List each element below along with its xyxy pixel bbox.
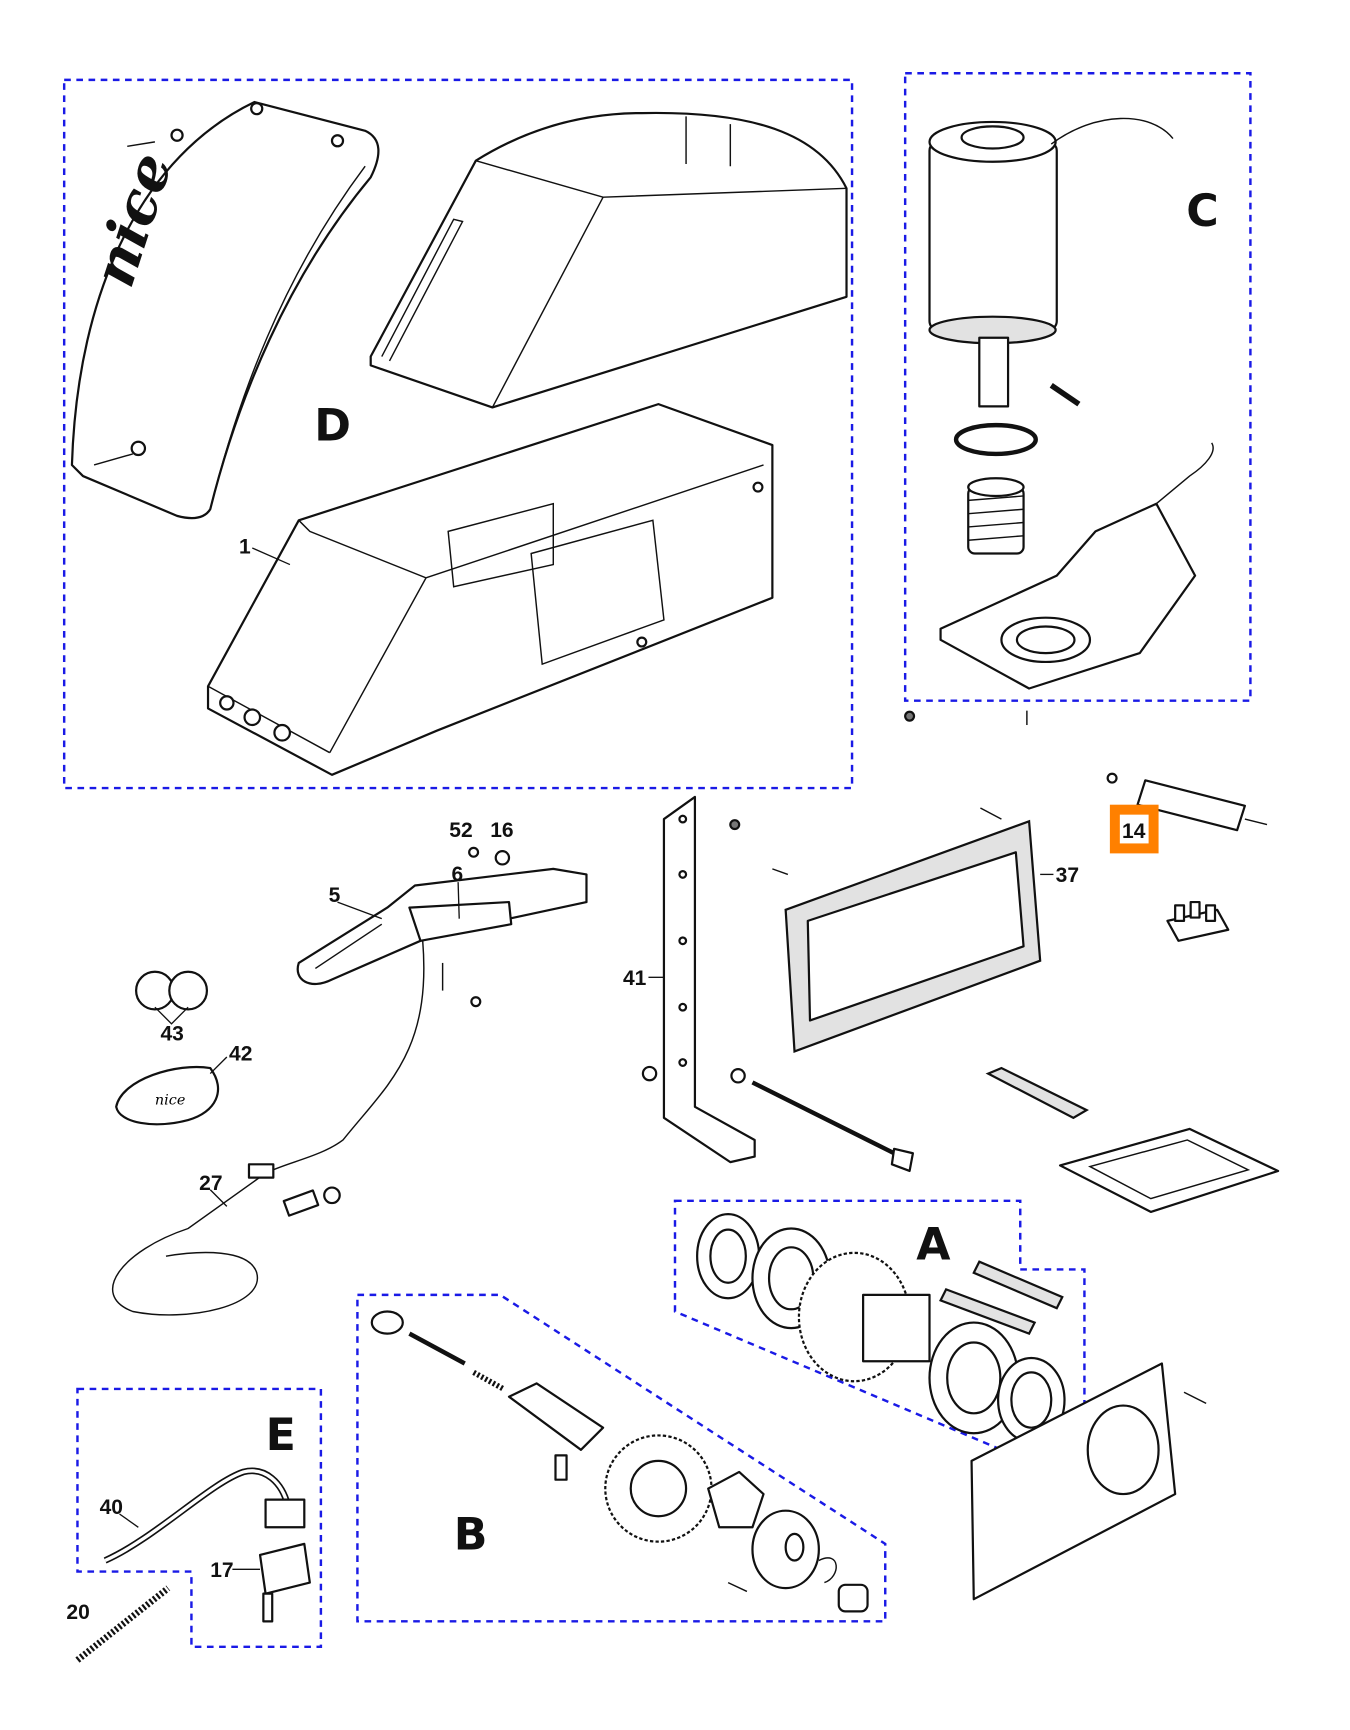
group-b-label: B	[454, 1509, 488, 1560]
part-number-5: 5	[329, 884, 341, 907]
worm-gear	[967, 477, 1025, 555]
long-bolt	[730, 1068, 915, 1173]
release-cable	[112, 940, 425, 1316]
group-c[interactable]: C	[903, 72, 1252, 702]
end-cover[interactable]: nice	[70, 100, 380, 520]
part-number-16: 16	[490, 819, 513, 842]
group-a[interactable]: A	[673, 1199, 1086, 1452]
screw	[127, 128, 184, 148]
keys	[135, 970, 209, 1025]
group-e[interactable]: E	[76, 1387, 323, 1648]
frame-gasket	[1058, 1127, 1280, 1214]
part-number-20: 20	[66, 1601, 89, 1624]
group-a-label: A	[916, 1219, 951, 1270]
part-number-14: 14	[1122, 820, 1146, 843]
group-c-border	[903, 72, 1252, 702]
top-cover[interactable]	[369, 111, 848, 409]
part-number-41: 41	[623, 967, 647, 990]
part-number-52: 52	[449, 819, 472, 842]
base-housing[interactable]	[206, 403, 774, 776]
part-number-42: 42	[229, 1042, 252, 1065]
part-number-1: 1	[239, 536, 251, 559]
group-e-border	[76, 1387, 323, 1648]
mounting-plate[interactable]	[970, 1362, 1177, 1601]
o-ring	[953, 422, 1038, 457]
group-d-label: D	[314, 401, 351, 452]
group-d[interactable]: D nice 1	[62, 78, 854, 790]
group-d-border	[62, 78, 854, 790]
group-a-border	[673, 1199, 1086, 1452]
group-c-label: C	[1186, 186, 1218, 237]
bracket[interactable]	[662, 795, 756, 1164]
part-number-37: 37	[1056, 864, 1079, 887]
svg-text:nice: nice	[155, 1093, 185, 1109]
gasket[interactable]	[784, 819, 1042, 1054]
motor-bracket[interactable]	[939, 442, 1214, 690]
release-lever[interactable]	[296, 867, 588, 986]
spring	[75, 1585, 171, 1663]
part-14[interactable]: 14	[1106, 772, 1268, 854]
part-number-40: 40	[100, 1496, 123, 1519]
key-cover: nice	[115, 1065, 220, 1126]
terminal-block	[1166, 900, 1230, 942]
part-number-27: 27	[199, 1172, 222, 1195]
part-number-43: 43	[160, 1022, 183, 1045]
motor[interactable]	[928, 117, 1174, 408]
group-e-label: E	[266, 1410, 296, 1461]
part-number-17: 17	[210, 1559, 233, 1582]
part-number-6: 6	[451, 863, 463, 886]
group-b[interactable]: B	[356, 1293, 887, 1623]
